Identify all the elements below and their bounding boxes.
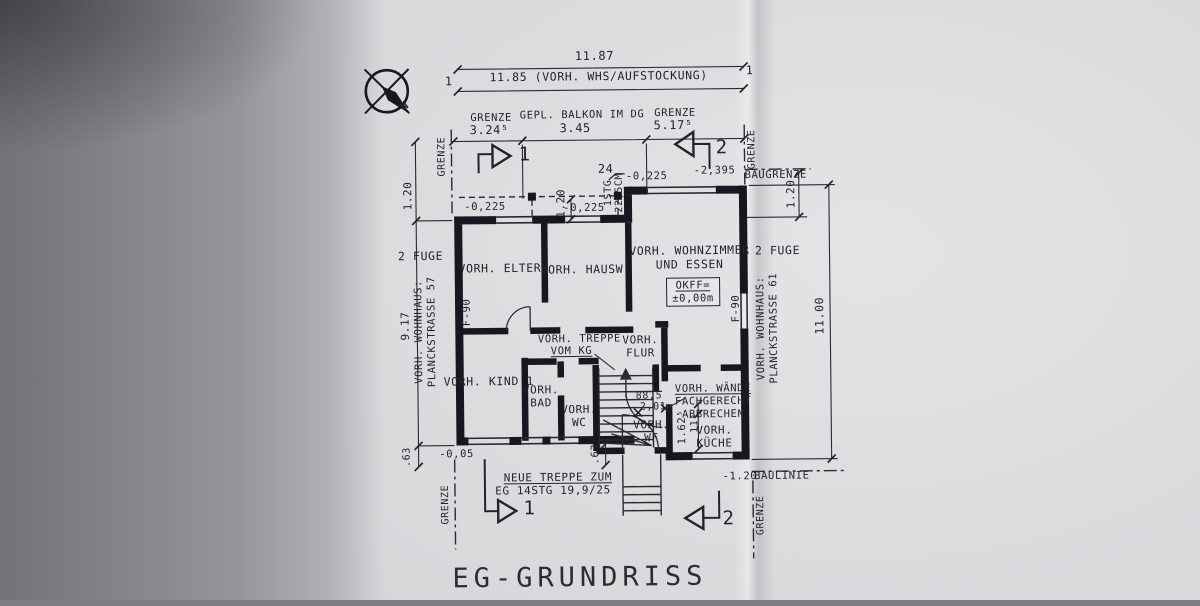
room-label-flur: VORH. FLUR bbox=[622, 333, 658, 360]
balkon-seg2-value: 3.45 bbox=[559, 121, 590, 136]
grenze-bottom-right: GRENZE bbox=[755, 495, 767, 535]
fuge-right-label: 2 FUGE bbox=[755, 244, 800, 258]
f90-left-label: F-90 bbox=[461, 298, 474, 326]
room-label-bad: VORH. BAD bbox=[523, 383, 559, 410]
dim-overall-width: 11.87 bbox=[575, 49, 614, 64]
room-label-kueche: VORH. KÜCHE bbox=[696, 423, 732, 450]
dim-balkon-120: 1.20 bbox=[554, 189, 567, 218]
okff-value: ±0,00m bbox=[672, 292, 714, 304]
new-stair-note-line2: EG 14STG 19,9/25 bbox=[495, 483, 611, 497]
fuge-left-label: 2 FUGE bbox=[398, 250, 443, 264]
section-marker-right: 1 bbox=[746, 63, 754, 77]
section-arrow-1-top-icon bbox=[478, 145, 510, 173]
outer-walls bbox=[454, 185, 750, 462]
stg-annotation-line2: 22,5CM bbox=[614, 173, 626, 213]
level-top-b: -0,225 bbox=[464, 201, 506, 214]
section-marker-left: 1 bbox=[445, 74, 453, 88]
section-1-bottom-label: 1 bbox=[523, 497, 535, 520]
baulinie-label: BAULINIE bbox=[754, 470, 810, 483]
grenze-bottom-left: GRENZE bbox=[440, 485, 452, 525]
room-label-wohnzimmer: VORH. WOHNZIMMER UND ESSEN bbox=[629, 244, 750, 273]
room-label-wf: VORH. WF bbox=[633, 418, 669, 445]
level-terrace: -2,395 bbox=[694, 164, 736, 177]
section-arrow-2-bottom-icon bbox=[685, 491, 719, 529]
baugrenze-label: BAUGRENZE bbox=[744, 169, 806, 182]
okff-label: OKFF= bbox=[675, 279, 710, 291]
f90-right-label: F-90 bbox=[730, 295, 743, 323]
dim-right-depth: 11.00 bbox=[813, 297, 827, 335]
room-label-treppe-line2: VOM KG bbox=[551, 345, 593, 358]
dim-left-63: .63 bbox=[402, 447, 414, 467]
drawing-title: EG-GRUNDRISS bbox=[452, 561, 707, 596]
dim-existing-width: 11.85 (VORH. WHS/AUFSTOCKUNG) bbox=[490, 69, 708, 85]
level-minus120: -1.20 bbox=[722, 470, 757, 483]
exterior-stair bbox=[623, 454, 662, 515]
grenze-seg1-value: 3.24⁵ bbox=[470, 123, 509, 138]
step-count-24: 24 bbox=[598, 162, 614, 177]
dim-right-setback: 1.20 bbox=[784, 179, 797, 208]
grenze-top-left: GRENZE bbox=[436, 137, 448, 177]
dim-left-depth: 9.17 bbox=[399, 312, 412, 341]
level-top-a: -0,225 bbox=[626, 170, 668, 183]
demolish-note-line2: FACHGERECHT ABBRECHEN bbox=[675, 395, 751, 421]
dim-left-setback: 1.20 bbox=[401, 181, 414, 210]
grenze-top-right: GRENZE bbox=[746, 129, 758, 169]
section-2-bottom-label: 2 bbox=[722, 507, 734, 530]
dim-63-stair: .63 bbox=[589, 444, 602, 465]
demolish-note-line1: VORH. WÄNDE bbox=[675, 382, 751, 395]
okff-level-box: OKFF=±0,00m bbox=[666, 277, 720, 307]
room-label-kind: VORH. KIND 1 bbox=[444, 375, 534, 390]
section-1-top-label: 1 bbox=[519, 143, 531, 166]
room-label-wc: VORH. WC bbox=[561, 403, 597, 430]
level-minus005: -0,05 bbox=[439, 448, 474, 461]
neighbor-house-right-label: VORH. WOHNHAUS: PLANCKSTRASSE 61 bbox=[754, 273, 780, 384]
level-top-c: -0,225 bbox=[563, 202, 605, 215]
neighbor-house-left-label: VORH. WOHNHAUS: PLANCKSTRASSE 57 bbox=[412, 276, 438, 387]
grenze-seg3-value: 5.17⁵ bbox=[654, 118, 693, 133]
door-height-201: 2,01 bbox=[640, 401, 667, 413]
section-2-top-label: 2 bbox=[716, 136, 728, 159]
room-label-hausw: VORH. HAUSW. bbox=[540, 263, 630, 278]
room-label-eltern: VORH. ELTERN bbox=[458, 262, 548, 277]
